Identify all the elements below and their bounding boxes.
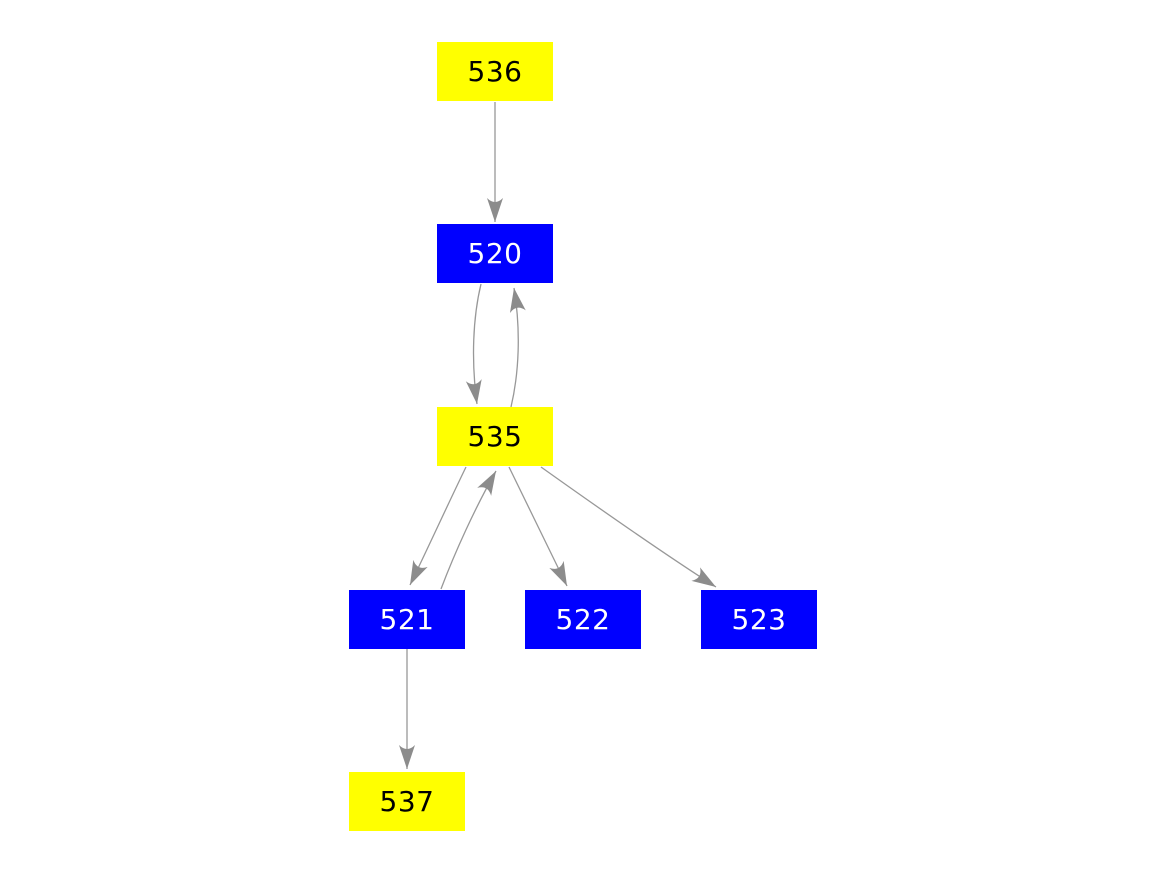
node-521: 521	[349, 590, 465, 649]
node-522: 522	[525, 590, 641, 649]
edge-520-to-535	[465, 283, 482, 405]
node-537: 537	[349, 772, 465, 831]
node-523: 523	[701, 590, 817, 649]
edge-521-to-535	[440, 470, 497, 590]
edge-535-to-523	[540, 466, 717, 588]
node-536: 536	[437, 42, 553, 101]
edge-535-to-521	[409, 466, 467, 586]
edge-535-to-522	[508, 466, 568, 587]
node-535: 535	[437, 407, 553, 466]
edge-535-to-520	[509, 287, 526, 408]
node-520: 520	[437, 224, 553, 283]
